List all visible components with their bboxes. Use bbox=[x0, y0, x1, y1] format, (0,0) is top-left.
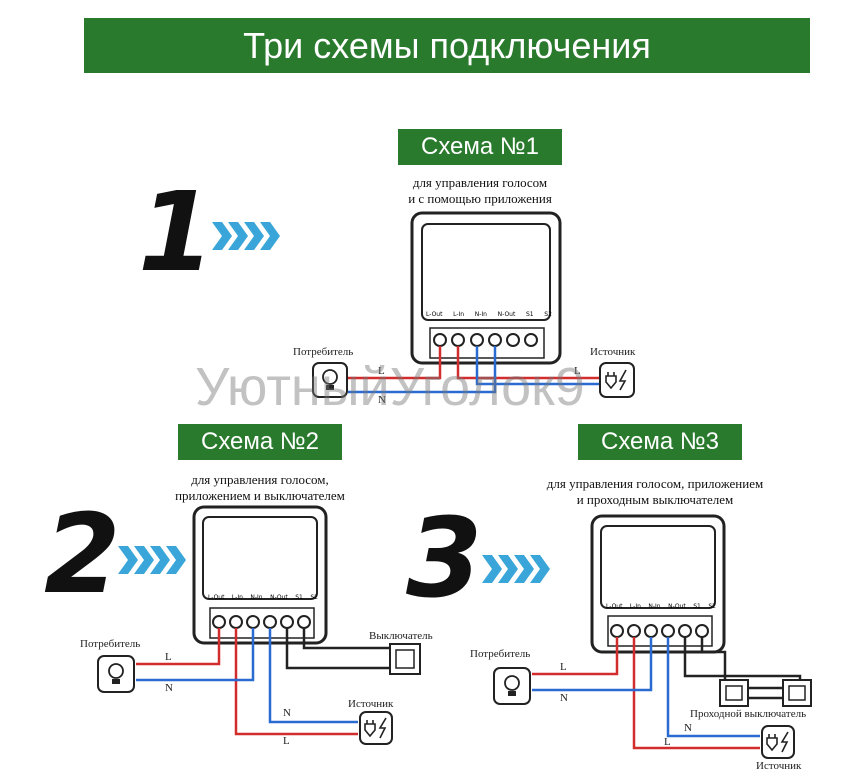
scheme-3-number: 3 bbox=[406, 494, 483, 622]
s3-neutral-letter-2: N bbox=[684, 722, 692, 734]
scheme-2-switch-icon bbox=[389, 643, 421, 675]
scheme-3-switch-label: Проходной выключатель bbox=[690, 708, 807, 720]
scheme-2-bulb-icon bbox=[97, 655, 135, 693]
scheme-2-desc-line2: приложением и выключателем bbox=[175, 488, 345, 503]
terminal-label: N-Out bbox=[497, 311, 516, 318]
terminal-label: N-In bbox=[474, 311, 487, 318]
scheme-3-label: Схема №3 bbox=[578, 424, 742, 460]
scheme-3-source-label: Источник bbox=[756, 760, 802, 772]
scheme-2-wires bbox=[136, 628, 390, 736]
scheme-3-bulb-icon bbox=[493, 667, 531, 705]
scheme-3-desc-line2: и проходным выключателем bbox=[576, 492, 734, 507]
terminal-label: S2 bbox=[310, 594, 318, 601]
scheme-1-bulb-icon bbox=[312, 362, 348, 398]
scheme-3-plug-icon bbox=[761, 725, 795, 759]
terminal-label: S1 bbox=[295, 594, 303, 601]
scheme-1-source-label: Источник bbox=[590, 346, 636, 358]
scheme-3-desc-line1: для управления голосом, приложением bbox=[546, 476, 764, 491]
scheme-3-switch-2-icon bbox=[782, 679, 812, 707]
watermark: УютныйУголок9 bbox=[195, 357, 585, 417]
page-title: Три схемы подключения bbox=[243, 24, 651, 66]
scheme-1-wires bbox=[348, 346, 600, 394]
s3-live-letter: L bbox=[560, 661, 567, 673]
arrow-2 bbox=[118, 546, 186, 574]
terminal-label: N-Out bbox=[668, 603, 686, 610]
s1-live-letter: L bbox=[378, 365, 385, 377]
terminal-label: L-In bbox=[629, 603, 641, 610]
s1-neutral-letter: N bbox=[378, 394, 386, 406]
scheme-2-source-label: Источник bbox=[348, 698, 394, 710]
s2-live-letter-2: L bbox=[283, 735, 290, 747]
scheme-2-terminal-labels: L-Out L-In N-In N-Out S1 S2 bbox=[208, 594, 318, 601]
scheme-3-terminal-labels: L-Out L-In N-In N-Out S1 S2 bbox=[606, 603, 716, 610]
scheme-2-plug-icon bbox=[359, 711, 393, 745]
scheme-1-consumer-label: Потребитель bbox=[293, 346, 354, 358]
scheme-1-desc-line2: и с помощью приложения bbox=[408, 191, 552, 206]
scheme-2-module bbox=[192, 505, 328, 645]
terminal-label: L-In bbox=[453, 311, 465, 318]
s3-live-letter-2: L bbox=[664, 736, 671, 748]
arrow-1 bbox=[212, 222, 280, 250]
scheme-1-desc: для управления голосом и с помощью прило… bbox=[370, 175, 590, 207]
scheme-3-consumer-label: Потребитель bbox=[470, 648, 531, 660]
s3-neutral-letter: N bbox=[560, 692, 568, 704]
scheme-1-plug-icon bbox=[599, 362, 635, 398]
title-bar: Три схемы подключения bbox=[84, 18, 810, 73]
scheme-3-module bbox=[590, 514, 726, 654]
scheme-3-desc: для управления голосом, приложением и пр… bbox=[510, 476, 800, 508]
scheme-3-switch-1-icon bbox=[719, 679, 749, 707]
terminal-label: S2 bbox=[544, 311, 552, 318]
scheme-2-consumer-label: Потребитель bbox=[80, 638, 141, 650]
s1-live-letter-right: L bbox=[574, 365, 581, 377]
scheme-1-number: 1 bbox=[138, 168, 215, 296]
terminal-label: L-Out bbox=[208, 594, 225, 601]
s2-neutral-letter: N bbox=[165, 682, 173, 694]
scheme-2-desc: для управления голосом, приложением и вы… bbox=[147, 472, 373, 504]
terminal-label: N-Out bbox=[270, 594, 288, 601]
scheme-1-desc-line1: для управления голосом bbox=[412, 175, 548, 190]
arrow-3 bbox=[482, 555, 550, 583]
terminal-label: N-In bbox=[250, 594, 263, 601]
terminal-label: S1 bbox=[526, 311, 534, 318]
scheme-2-number: 2 bbox=[44, 490, 121, 618]
terminal-label: N-In bbox=[648, 603, 661, 610]
s2-live-letter: L bbox=[165, 651, 172, 663]
terminal-label: L-Out bbox=[606, 603, 623, 610]
scheme-1-module bbox=[410, 211, 562, 365]
terminal-label: S2 bbox=[708, 603, 716, 610]
scheme-3-terminals bbox=[610, 624, 709, 638]
terminal-label: S1 bbox=[693, 603, 701, 610]
terminal-label: L-In bbox=[231, 594, 243, 601]
scheme-2-desc-line1: для управления голосом, bbox=[191, 472, 329, 487]
scheme-2-label: Схема №2 bbox=[178, 424, 342, 460]
terminal-label: L-Out bbox=[426, 311, 443, 318]
scheme-2-switch-label: Выключатель bbox=[369, 630, 433, 642]
scheme-1-terminal-labels: L-Out L-In N-In N-Out S1 S2 bbox=[426, 311, 552, 318]
scheme-1-label: Схема №1 bbox=[398, 129, 562, 165]
scheme-3-wires bbox=[532, 637, 802, 750]
s2-neutral-letter-2: N bbox=[283, 707, 291, 719]
